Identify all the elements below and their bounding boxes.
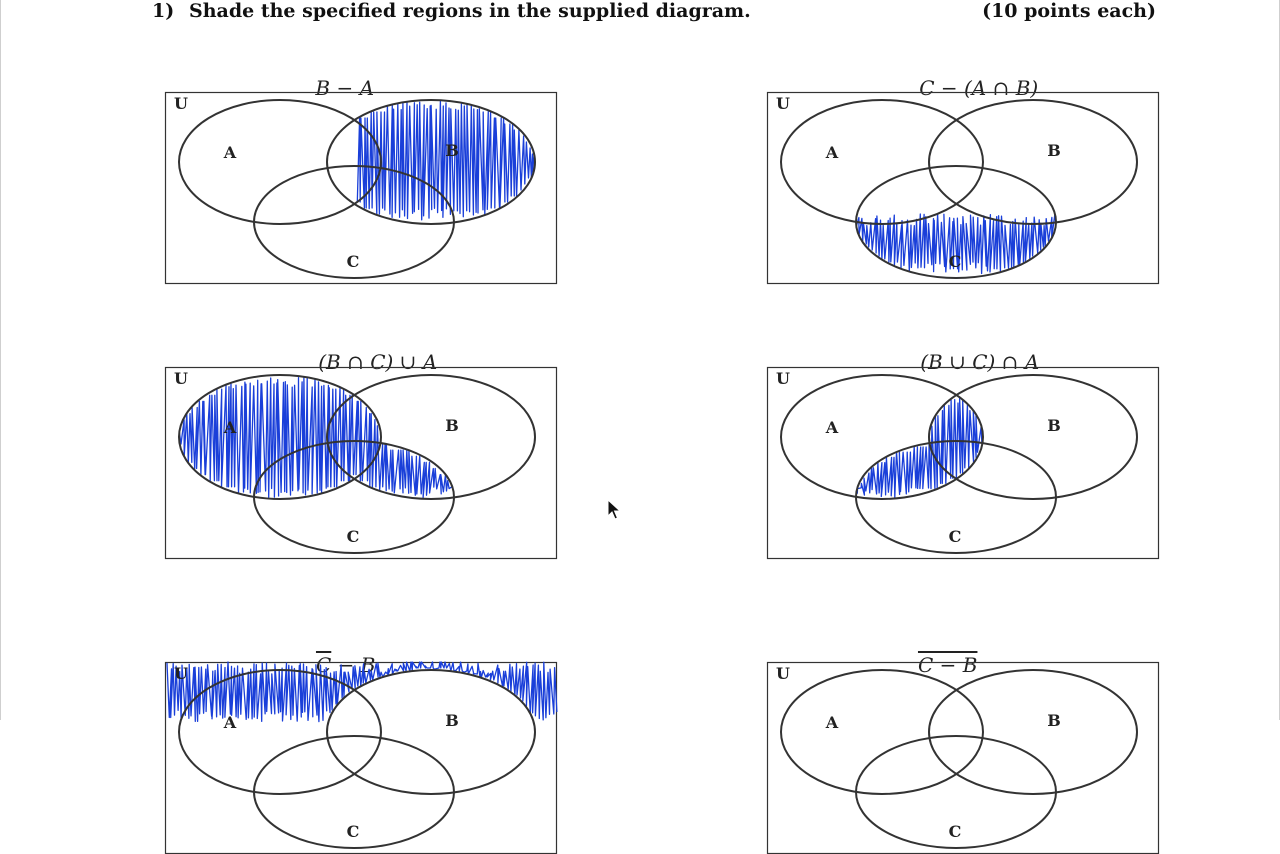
set-a-circle [780, 669, 984, 795]
shading-scribble [356, 100, 535, 221]
shaded-region [856, 397, 983, 499]
set-b-label: B [445, 711, 459, 730]
set-c-label: C [347, 252, 360, 271]
universe-label: U [776, 664, 790, 683]
venn-diagram-2: U A B C [766, 91, 1160, 285]
shaded-region [178, 377, 453, 499]
universe-box [766, 661, 1160, 854]
shaded-region [166, 661, 558, 723]
page-edge-left [0, 0, 1, 720]
shading-scribble [856, 397, 983, 499]
problem-6-label: C − B [880, 629, 990, 701]
shaded-region [356, 100, 535, 221]
set-c-label: C [949, 822, 962, 841]
set-c-label: C [949, 252, 962, 271]
venn-svg: U A B C [164, 661, 558, 854]
set-c-circle [855, 165, 1057, 279]
shading-scribble [178, 377, 453, 499]
universe-label: U [174, 94, 188, 113]
set-a-label: A [223, 143, 237, 162]
set-b-circle [326, 374, 536, 500]
set-a-label: A [825, 713, 839, 732]
set-c-label: C [949, 527, 962, 546]
venn-svg: U A B C [766, 661, 1160, 854]
venn-svg: U A B C [164, 366, 558, 560]
set-a-label: A [825, 418, 839, 437]
set-b-circle [326, 99, 536, 225]
set-b-label: B [1047, 416, 1061, 435]
shading-scribble [166, 661, 558, 723]
set-c-label: C [347, 527, 360, 546]
set-b-circle [928, 669, 1138, 795]
set-c-circle [253, 440, 455, 554]
problem-6-expression: C − B [917, 653, 978, 677]
set-a-circle [178, 99, 382, 225]
shading-scribble [855, 213, 1057, 275]
set-a-label: A [223, 713, 237, 732]
problem-1-label: B − A [262, 52, 402, 124]
set-b-circle [326, 669, 536, 795]
problem-1-expression: B − A [315, 76, 375, 100]
venn-diagram-3: U A B C [164, 366, 558, 560]
set-b-circle [928, 374, 1138, 500]
venn-svg: U A B C [766, 366, 1160, 560]
universe-label: U [776, 369, 790, 388]
universe-box [766, 91, 1160, 285]
set-b-label: B [445, 141, 459, 160]
set-b-label: B [445, 416, 459, 435]
set-a-label: A [825, 143, 839, 162]
set-b-label: B [1047, 711, 1061, 730]
set-b-circle [928, 99, 1138, 225]
set-a-circle [780, 374, 984, 500]
question-points: (10 points each) [982, 0, 1156, 22]
question-heading: 1) Shade the specified regions in the su… [152, 0, 1156, 26]
set-a-label: A [223, 418, 237, 437]
set-a-circle [780, 99, 984, 225]
venn-svg: U A B C [766, 91, 1160, 285]
question-instruction: Shade the specified regions in the suppl… [189, 0, 751, 22]
problem-2-label: C − (A ∩ B) [880, 52, 1052, 124]
universe-label: U [174, 369, 188, 388]
mouse-cursor-icon [607, 499, 622, 520]
universe-box [164, 366, 558, 560]
set-c-label: C [347, 822, 360, 841]
universe-box [766, 366, 1160, 560]
universe-label: U [174, 664, 188, 683]
universe-label: U [776, 94, 790, 113]
set-b-label: B [1047, 141, 1061, 160]
set-a-circle [178, 374, 382, 500]
problem-2-expression: C − (A ∩ B) [919, 76, 1039, 100]
shaded-region [855, 213, 1057, 275]
venn-diagram-1: U A B C [164, 91, 558, 285]
set-c-circle [253, 165, 455, 279]
venn-diagram-4: U A B C [766, 366, 1160, 560]
question-number: 1) [152, 0, 175, 22]
venn-svg: U A B C [164, 91, 558, 285]
venn-diagram-6: U A B C [766, 661, 1160, 854]
set-c-circle [855, 440, 1057, 554]
venn-diagram-5: U A B C [164, 661, 558, 854]
universe-box [164, 91, 558, 285]
